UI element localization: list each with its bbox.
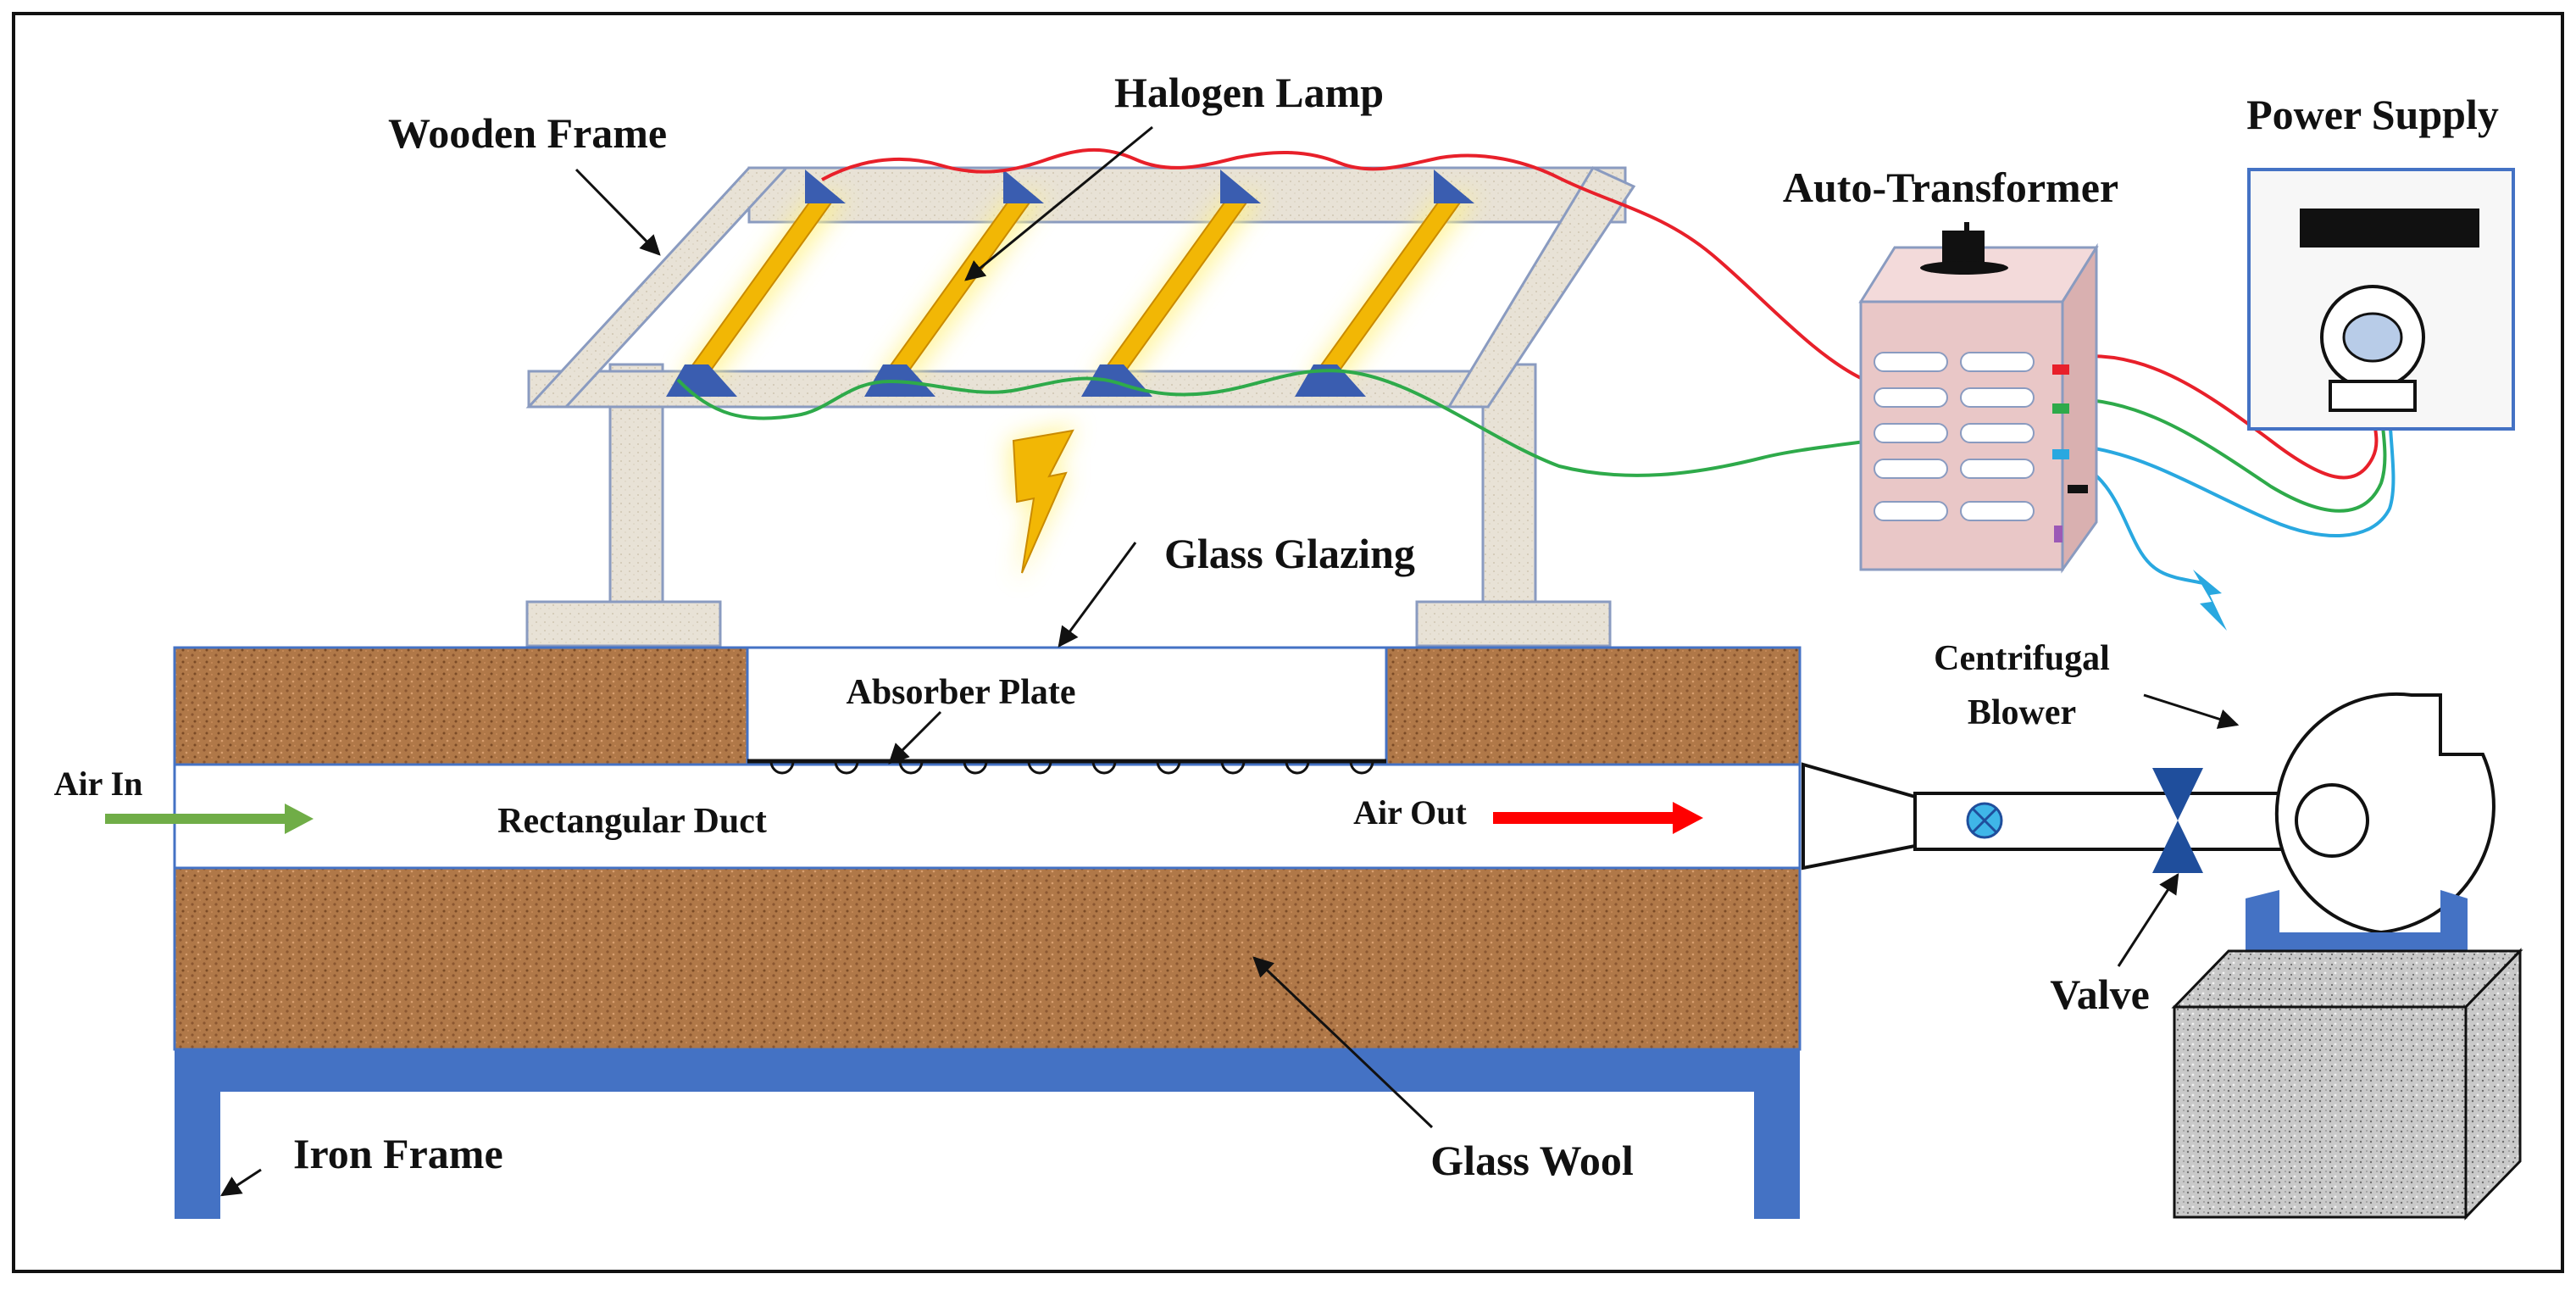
red-wire-lamps (821, 147, 2051, 394)
red-wire-supply (2089, 354, 2379, 480)
black-terminal (2068, 485, 2088, 493)
lamp-holder-bottom-1 (666, 364, 737, 397)
air-out-label: Air Out (1353, 793, 1467, 832)
wooden-foot-right (1415, 600, 1612, 648)
figure-border (12, 12, 2564, 1273)
iron-frame-leg-left (175, 1092, 220, 1219)
power-supply-socket (2329, 380, 2417, 412)
green-wire-supply (2089, 398, 2387, 513)
power-supply (2247, 168, 2515, 431)
air-in-arrow (105, 804, 314, 834)
wooden-foot-left (525, 600, 722, 648)
rectangular-duct-label: Rectangular Duct (497, 802, 767, 841)
centrifugal-blower-housing (2274, 692, 2496, 935)
wooden-frame (525, 166, 1636, 648)
absorber-plate-pointer (888, 710, 942, 765)
lightning-bolt-icon (1008, 424, 1076, 585)
lamp-holder-top-3 (1220, 170, 1261, 203)
frame-left-rail (525, 166, 790, 409)
iron-frame-leg-right (1754, 1092, 1800, 1219)
lamp-holder-top-4 (1434, 170, 1474, 203)
lamp-holder-top-1 (805, 170, 846, 203)
red-terminal (2052, 364, 2069, 375)
leader-arrows (219, 125, 2240, 1197)
blower-pointer (2143, 693, 2240, 729)
halogen-lamp-2 (876, 196, 1035, 384)
blue-wire-supply (2089, 406, 2396, 537)
wiring (676, 147, 2396, 585)
centrifugal-label: Centrifugal (1934, 639, 2110, 678)
purple-terminal (2054, 526, 2062, 542)
wooden-frame-pointer (575, 168, 661, 256)
glass-wool-label: Glass Wool (1430, 1137, 1634, 1184)
glass-wool-bottom (173, 866, 1802, 1051)
auto-transformer-label: Auto-Transformer (1783, 164, 2118, 211)
green-wire-lamps (676, 369, 2051, 477)
granite-block-front (2173, 1005, 2468, 1219)
blower-stand (2246, 890, 2468, 966)
glass-wool-top-left (173, 646, 749, 766)
blower-hub (2295, 783, 2369, 858)
glass-wool-top-right (1385, 646, 1802, 766)
frame-right-rail (1446, 166, 1636, 409)
absorber-plate-label: Absorber Plate (846, 673, 1075, 712)
iron-frame-pointer (219, 1168, 262, 1197)
power-supply-label: Power Supply (2246, 91, 2499, 138)
iron-frame-label: Iron Frame (293, 1130, 503, 1177)
glass-glazing-pointer (1058, 542, 1137, 648)
halogen-lamp-4 (1307, 196, 1466, 384)
blower-label: Blower (1968, 693, 2076, 732)
lamp-holder-top-2 (1003, 170, 1044, 203)
outlet-assembly (1802, 692, 2523, 1221)
diffuser-nozzle (1802, 762, 1917, 870)
air-out-arrow (1493, 802, 1703, 834)
green-terminal (2052, 403, 2069, 414)
absorber-fins (769, 760, 1374, 775)
transformer-knob (1942, 231, 1985, 263)
auto-transformer (1858, 222, 2099, 574)
valve-bottom (2152, 820, 2203, 873)
frame-top-rail (747, 166, 1627, 224)
iron-frame-beam (175, 1049, 1800, 1092)
glass-glazing (746, 646, 1388, 766)
power-supply-display (2300, 209, 2479, 248)
valve-pointer (2117, 872, 2179, 967)
halogen-lamp-label: Halogen Lamp (1114, 69, 1384, 116)
halogen-lamp-3 (1093, 196, 1252, 384)
air-in-label: Air In (54, 765, 143, 803)
collector-body (173, 646, 1802, 1219)
glass-glazing-label: Glass Glazing (1164, 530, 1415, 577)
electric-spark-icon (2193, 570, 2227, 631)
glass-wool-pointer (1252, 956, 1434, 1129)
valve-label: Valve (2050, 971, 2150, 1018)
wooden-frame-label: Wooden Frame (388, 109, 667, 157)
granite-block-top (2171, 949, 2523, 1009)
transformer-vents (1874, 352, 2035, 521)
halogen-lamp-pointer (964, 125, 1153, 281)
labels: Halogen Lamp Wooden Frame Power Supply A… (54, 69, 2499, 1184)
valve-top (2152, 768, 2203, 820)
blue-terminal (2052, 449, 2069, 459)
